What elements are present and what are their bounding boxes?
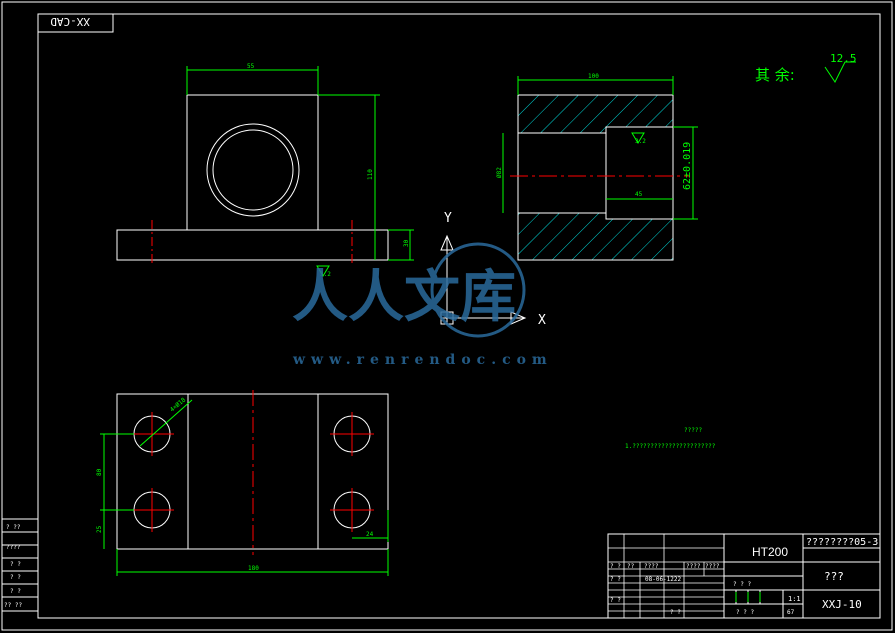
left-table-row-2: ???? — [6, 544, 21, 551]
left-table-row-4: ? ? — [10, 574, 21, 581]
title-row-label-4: ???? — [686, 563, 701, 570]
title-bottom-label-3: ? ? ? — [733, 581, 751, 588]
top-width-dim: 180 — [248, 565, 259, 572]
front-width-dim: 55 — [247, 63, 255, 70]
front-base — [116, 229, 389, 261]
side-bore-dim: 62±0.019 — [682, 142, 693, 190]
title-bottom-label-4: ? ? ? — [736, 609, 754, 616]
watermark: 人人文库 www.renrendoc.com — [292, 242, 553, 368]
hole-centerlines — [130, 412, 374, 532]
inner-border — [37, 13, 881, 619]
title-drawing-number: ????????05-3 — [806, 537, 878, 548]
side-depth-dim: 45 — [635, 191, 643, 198]
side-bore-right — [605, 126, 674, 220]
side-left-dim: Ø82 — [496, 167, 503, 178]
title-row-label-1: ? ? — [610, 563, 621, 570]
front-roughness: 3.2 — [320, 271, 331, 278]
left-table — [1, 518, 39, 612]
front-bore-outer — [206, 123, 300, 217]
left-table-row-1: ? ?? — [6, 524, 21, 531]
title-code: XXJ-10 — [822, 598, 862, 611]
title-sheet-number: 67 — [787, 609, 795, 616]
stamp-code: XX-CAD — [50, 15, 90, 28]
left-table-row-6: ?? ?? — [4, 602, 22, 609]
title-row-label-2: ?? — [627, 563, 635, 570]
watermark-url: www.renrendoc.com — [292, 352, 553, 368]
title-part-name: ??? — [824, 570, 844, 583]
front-base-dim: 30 — [403, 239, 410, 247]
left-table-row-5: ? ? — [10, 588, 21, 595]
title-row-label-3: ???? — [644, 563, 659, 570]
title-block-inner-green — [735, 592, 761, 602]
side-roughness: 3.2 — [635, 138, 646, 145]
title-block — [607, 533, 881, 619]
ucs-axis-icon: Y X — [440, 211, 546, 328]
watermark-logo: 人人文库 — [292, 264, 516, 330]
title-scale: 1:1 — [788, 595, 801, 603]
top-view: 4×Ø18 180 80 25 24 — [96, 390, 389, 576]
axis-x-label: X — [538, 313, 546, 328]
title-bottom-label-2: ? ? — [610, 597, 621, 604]
title-row-label-5: ???? — [705, 563, 720, 570]
front-view: 55 110 30 3.2 — [116, 63, 414, 278]
axis-y-label: Y — [444, 211, 452, 226]
note-title: ????? — [684, 427, 702, 434]
title-bottom-label-5: ? ? — [670, 609, 681, 616]
watermark-ring — [430, 242, 526, 338]
front-bore-inner — [212, 129, 294, 211]
title-date: 08-06-1222 — [645, 576, 682, 583]
finish-label: 其 余: — [755, 66, 795, 84]
title-material: HT200 — [752, 545, 788, 559]
side-roughness-symbol — [631, 132, 645, 144]
side-section-view: 100 Ø82 62±0.019 45 3.2 — [496, 73, 698, 261]
hole-dim: 4×Ø18 — [169, 396, 188, 413]
top-pitch-dim: 80 — [96, 468, 103, 476]
stamp-box — [37, 13, 114, 33]
hole-leader — [139, 399, 193, 447]
front-height-dim: 110 — [367, 169, 374, 180]
side-width-dim: 100 — [588, 73, 599, 80]
top-edge-dim: 25 — [96, 525, 103, 533]
top-right-dim: 24 — [366, 531, 374, 538]
left-table-row-3: ? ? — [10, 561, 21, 568]
finish-value: 12.5 — [830, 52, 857, 65]
front-roughness-symbol — [316, 265, 330, 277]
note-line: 1.??????????????????????? — [625, 443, 716, 450]
title-bottom-label-1: ? ? — [610, 576, 621, 583]
finish-symbol — [824, 61, 856, 83]
